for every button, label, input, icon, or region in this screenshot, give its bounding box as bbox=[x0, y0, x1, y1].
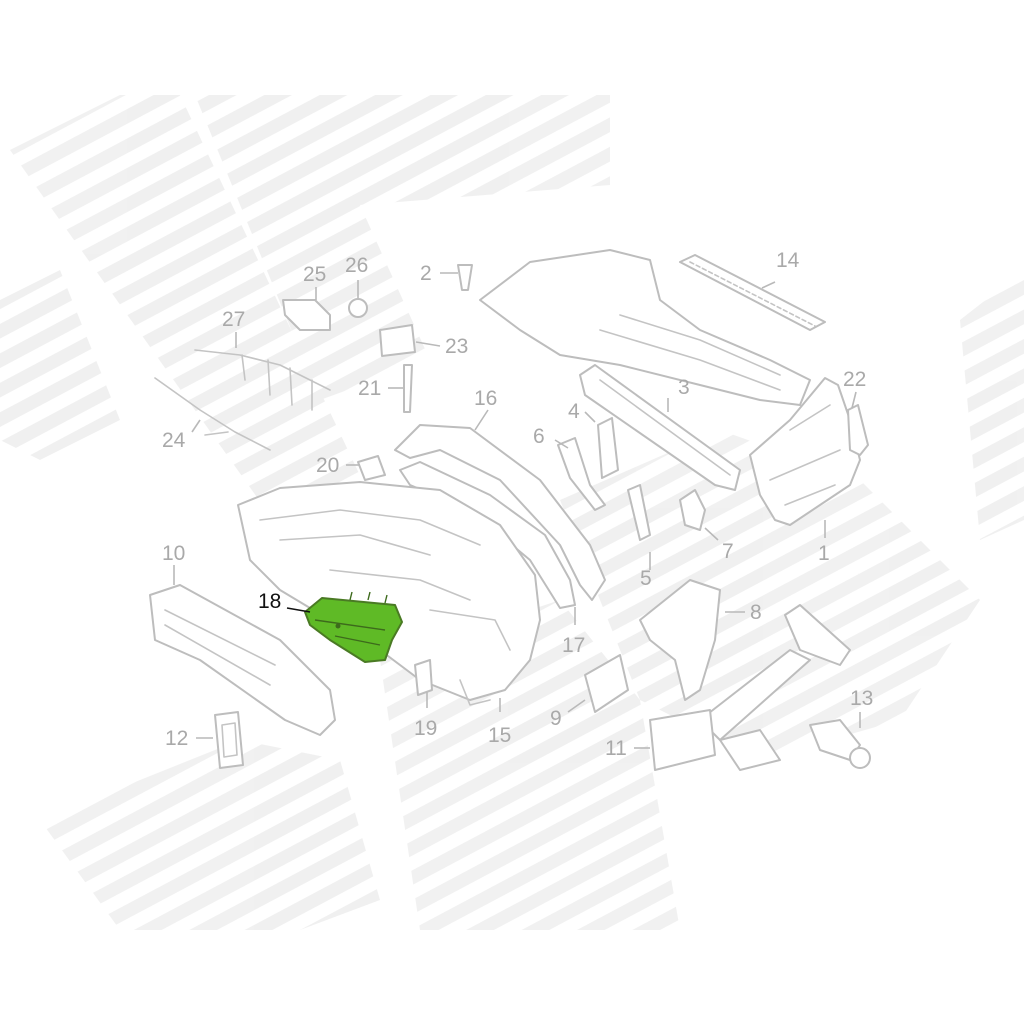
part-4-bracket bbox=[597, 417, 619, 479]
callout-15: 15 bbox=[488, 724, 511, 747]
callout-7: 7 bbox=[722, 540, 734, 563]
callout-14: 14 bbox=[776, 249, 800, 272]
part-26-ring bbox=[348, 298, 368, 318]
callout-26: 26 bbox=[345, 254, 368, 277]
part-14-trim-strip bbox=[679, 254, 826, 331]
callout-22: 22 bbox=[843, 368, 866, 391]
callout-3: 3 bbox=[678, 376, 690, 399]
part-20-bracket bbox=[357, 455, 386, 481]
part-3-impact-bar bbox=[579, 364, 741, 491]
callout-4: 4 bbox=[568, 400, 580, 423]
callout-19: 19 bbox=[414, 717, 437, 740]
callout-9: 9 bbox=[550, 707, 562, 730]
callout-21: 21 bbox=[358, 377, 381, 400]
part-15-lower-bumper bbox=[237, 481, 541, 706]
part-24-harness bbox=[154, 377, 271, 451]
callout-16: 16 bbox=[474, 387, 497, 410]
part-22-bracket bbox=[847, 404, 869, 456]
callout-17: 17 bbox=[562, 634, 585, 657]
part-8-mount-bracket bbox=[639, 579, 721, 701]
part-21-rod bbox=[403, 364, 413, 413]
part-19-clip bbox=[414, 659, 433, 696]
callout-27: 27 bbox=[222, 308, 245, 331]
callout-6: 6 bbox=[533, 425, 545, 448]
part-upper-bumper-shell bbox=[479, 249, 811, 406]
callout-24: 24 bbox=[162, 429, 186, 452]
callout-labels: 1 2 3 4 5 6 7 8 9 10 11 12 13 14 15 16 1… bbox=[162, 249, 873, 760]
part-23-module bbox=[379, 324, 416, 357]
callout-1: 1 bbox=[818, 542, 830, 565]
part-10-reinforcement bbox=[149, 584, 336, 736]
part-18-highlighted[interactable] bbox=[304, 591, 403, 663]
part-2-clip bbox=[457, 264, 473, 291]
callout-2: 2 bbox=[420, 262, 432, 285]
part-9-cover-plate bbox=[584, 654, 629, 713]
part-5-bracket bbox=[627, 484, 651, 541]
watermark-logo bbox=[0, 95, 1024, 930]
part-13-tow-ball bbox=[809, 719, 871, 769]
part-11-tow-hitch bbox=[649, 604, 851, 771]
part-12-plate bbox=[214, 711, 244, 769]
part-7-bracket bbox=[679, 489, 706, 531]
part-6-bracket bbox=[557, 437, 606, 511]
part-25-sensor bbox=[282, 299, 331, 331]
part-16-trim-strip bbox=[394, 424, 606, 601]
callout-10: 10 bbox=[162, 542, 185, 565]
callout-13: 13 bbox=[850, 687, 873, 710]
callout-23: 23 bbox=[445, 335, 468, 358]
callout-25: 25 bbox=[303, 263, 326, 286]
callout-11: 11 bbox=[605, 737, 627, 760]
callout-18: 18 bbox=[258, 590, 281, 613]
part-1-bumper-cover bbox=[749, 377, 861, 526]
callout-8: 8 bbox=[750, 601, 762, 624]
part-27-harness bbox=[194, 349, 331, 411]
leader-lines bbox=[173, 272, 861, 749]
callout-20: 20 bbox=[316, 454, 339, 477]
callout-12: 12 bbox=[165, 727, 188, 750]
callout-5: 5 bbox=[640, 567, 652, 590]
